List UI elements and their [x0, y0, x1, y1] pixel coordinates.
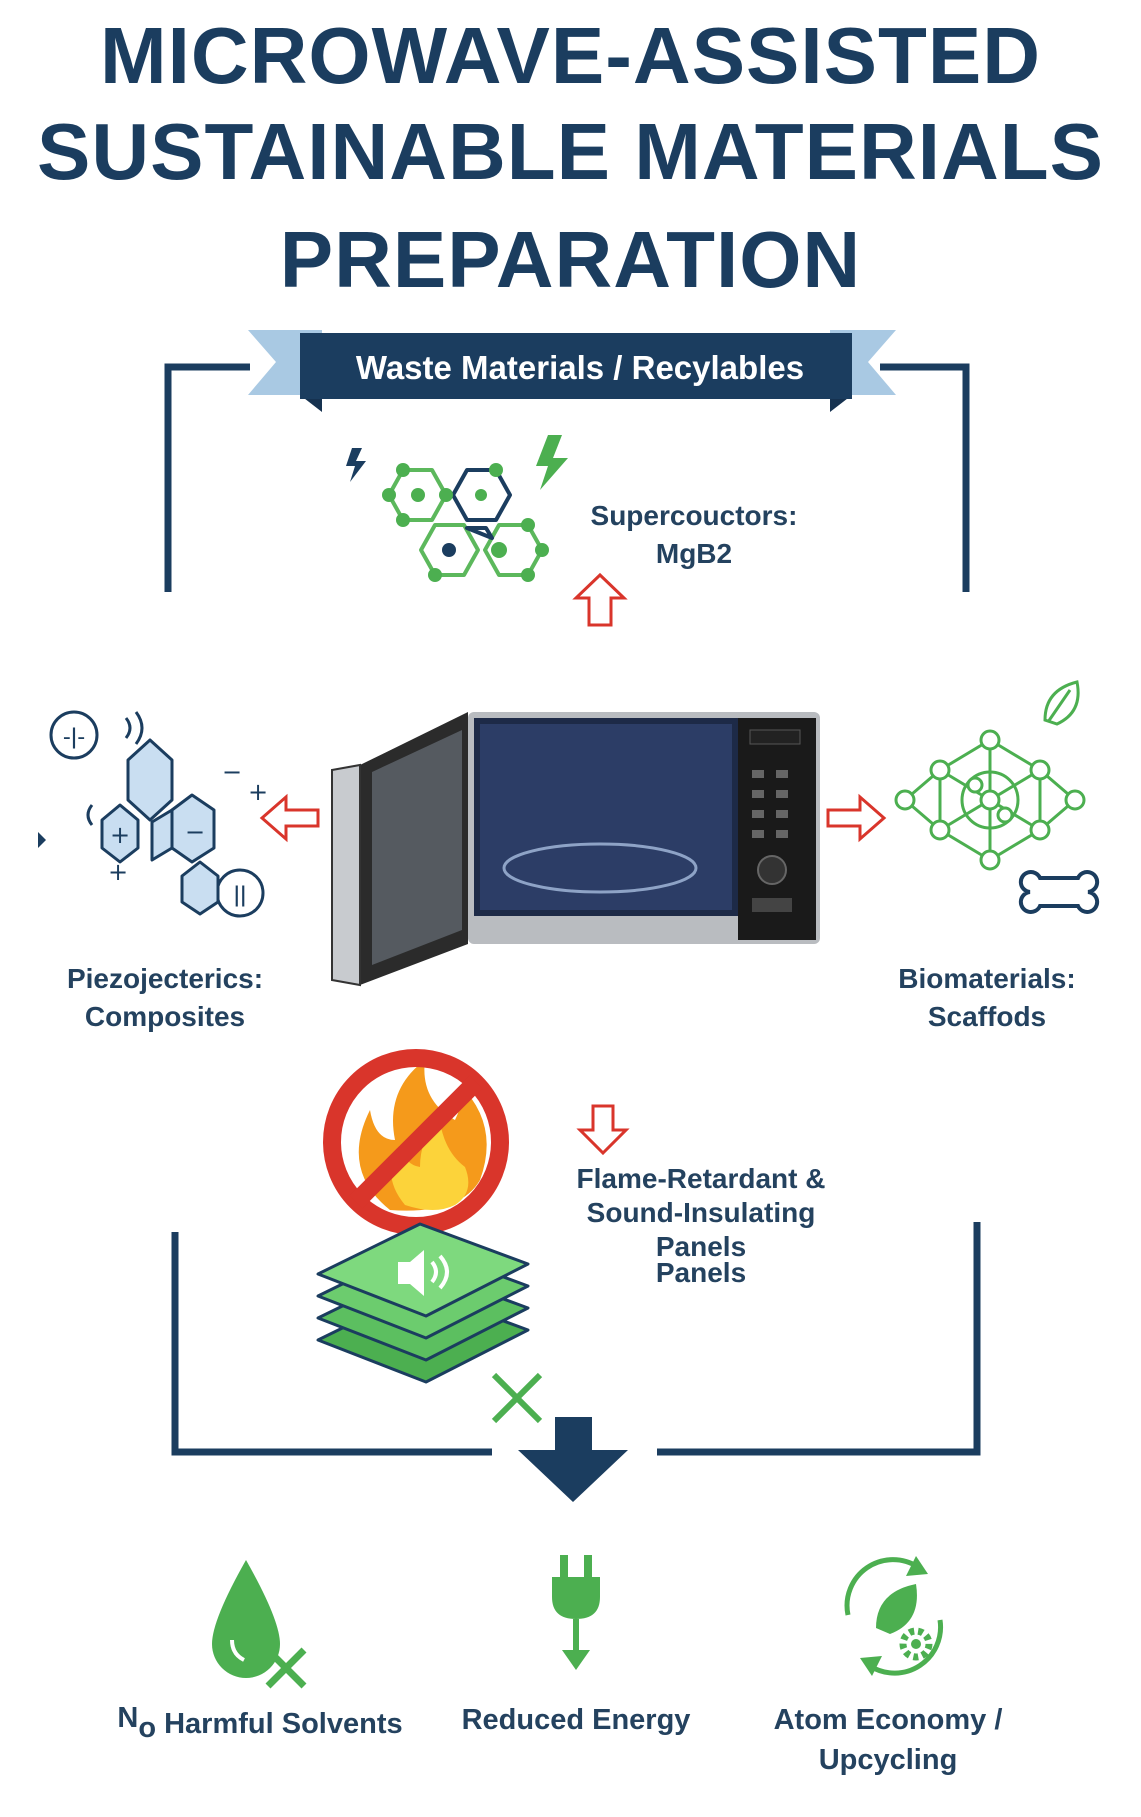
- arrow-up: [572, 572, 628, 627]
- title-line-1: MICROWAVE-ASSISTED: [99, 11, 1041, 100]
- bottom-frame-left: [171, 1232, 492, 1456]
- svg-text:+: +: [248, 778, 268, 806]
- piezo-line-1: Piezojecterics:: [66, 963, 264, 994]
- supercond-line-2: MgB2: [655, 538, 733, 569]
- flame-line-1: Flame-Retardant &: [576, 1163, 826, 1194]
- flame-line-4: Panels: [655, 1257, 747, 1288]
- banner-label: Waste Materials / Recylables: [355, 349, 805, 386]
- solvents-label: Harmful Solvents: [156, 1708, 403, 1740]
- svg-text:−: −: [222, 758, 242, 786]
- banner-fold-left: [300, 395, 322, 412]
- top-frame-line: [164, 363, 250, 592]
- supercond-label: Supercouctors: MgB2: [574, 497, 814, 573]
- benefit-no-solvents: No Harmful Solvents: [100, 1698, 420, 1748]
- arrow-right: [826, 793, 887, 843]
- piezo-label: Piezojecterics: Composites: [40, 960, 290, 1036]
- title-line-2: SUSTAINABLE MATERIALS: [37, 107, 1104, 196]
- piezo-line-2: Composites: [84, 1001, 246, 1032]
- bio-label: Biomaterials: Scaffods: [862, 960, 1112, 1036]
- bio-line-2: Scaffods: [927, 1001, 1047, 1032]
- solvents-prefix-o: o: [138, 1712, 157, 1744]
- benefit-reduced-energy: Reduced Energy: [461, 1704, 691, 1736]
- supercond-line-1: Supercouctors:: [590, 500, 798, 531]
- svg-text:ǀǀ: ǀǀ: [234, 883, 247, 908]
- banner-fold-right: [830, 395, 852, 412]
- title-line-3: PREPARATION: [279, 215, 862, 304]
- svg-text:-ǀ-: -ǀ-: [63, 725, 85, 750]
- top-frame-line-right: [880, 363, 970, 592]
- banner-body: [300, 333, 852, 399]
- flame-label: Flame-Retardant & Sound-Insulating Panel…: [556, 1162, 846, 1290]
- arrow-down: [576, 1104, 630, 1156]
- solvents-prefix-n: N: [117, 1702, 139, 1734]
- down-arrow: [518, 1417, 628, 1502]
- atom-line-1: Atom Economy /: [773, 1704, 1003, 1736]
- bottom-frame-right: [657, 1222, 981, 1456]
- svg-text:+: +: [108, 858, 128, 886]
- flame-line-3: Panels: [655, 1231, 747, 1262]
- svg-text:+: +: [110, 821, 130, 849]
- atom-line-2: Upcycling: [818, 1744, 958, 1776]
- flame-line-2: Sound-Insulating: [586, 1197, 816, 1228]
- svg-text:−: −: [185, 818, 205, 846]
- bio-line-1: Biomaterials:: [898, 963, 1076, 994]
- benefit-atom-economy: Atom Economy / Upcycling: [748, 1700, 1028, 1780]
- arrow-left: [259, 793, 320, 843]
